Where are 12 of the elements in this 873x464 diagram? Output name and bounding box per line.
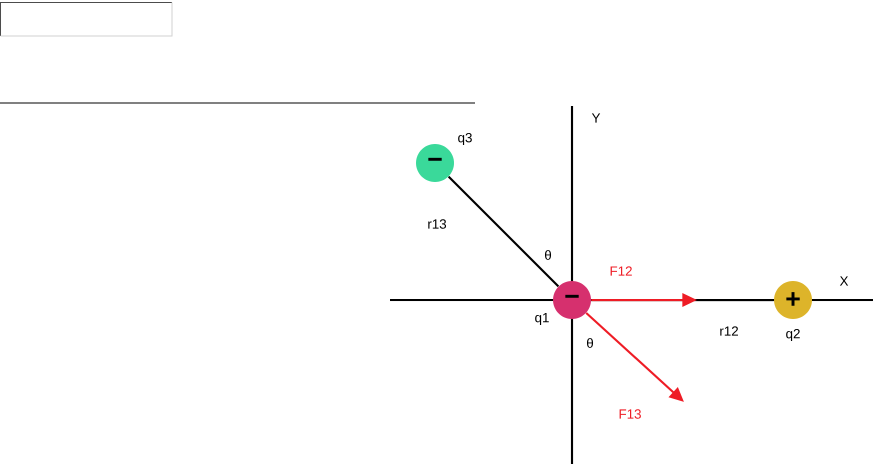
charge-label: q2: [786, 328, 800, 342]
edge-label: F13: [617, 408, 643, 420]
edge-label: r13: [426, 218, 448, 230]
edge-label: r12: [718, 325, 740, 337]
angle-label: θ: [587, 338, 594, 348]
charge-label: q1: [535, 313, 549, 325]
edge-label: F12: [608, 265, 634, 277]
charge-label: q3: [458, 132, 472, 146]
angle-label: θ: [545, 250, 552, 260]
axis-label: X: [840, 276, 848, 286]
distance-line: [448, 176, 560, 288]
axis-label: Y: [592, 113, 600, 123]
